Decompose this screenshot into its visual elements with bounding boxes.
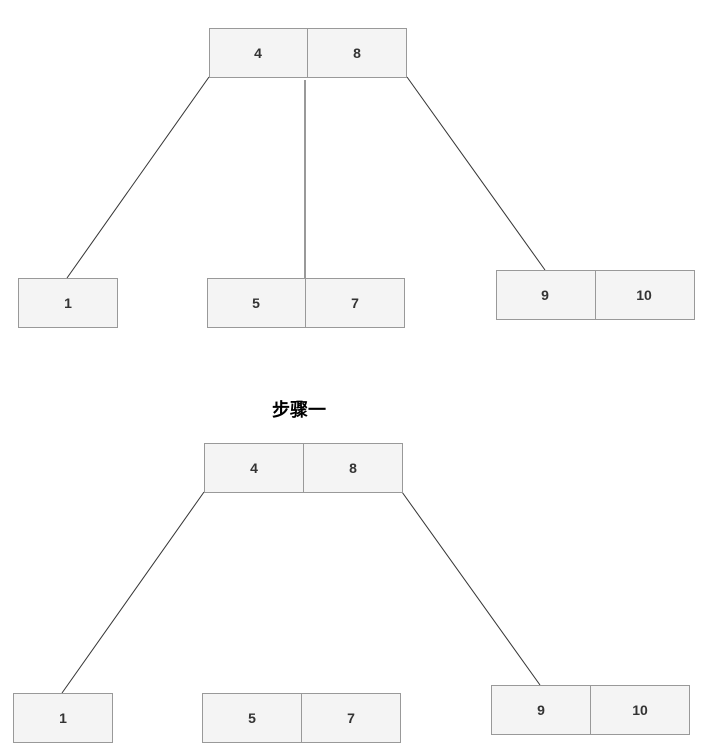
root-node: 4 8 xyxy=(204,443,403,493)
leaf-node-1: 1 xyxy=(13,693,113,743)
edge-root-to-child-3 xyxy=(406,76,546,271)
key-cell xyxy=(301,693,401,743)
key-label: 7 xyxy=(351,295,359,311)
key-label: 8 xyxy=(353,45,361,61)
key-cell xyxy=(595,270,695,320)
key-label: 4 xyxy=(250,460,258,476)
key-label: 1 xyxy=(64,295,72,311)
leaf-node-2: 5 7 xyxy=(202,693,401,743)
key-cell xyxy=(305,278,405,328)
key-cell xyxy=(491,685,591,735)
key-label: 5 xyxy=(248,710,256,726)
key-label: 10 xyxy=(636,287,652,303)
key-label: 7 xyxy=(347,710,355,726)
leaf-node-1: 1 xyxy=(18,278,118,328)
key-cell xyxy=(496,270,596,320)
leaf-node-3: 9 10 xyxy=(496,270,695,320)
step-title: 步骤一 xyxy=(272,399,326,420)
edge-root-to-child-1 xyxy=(61,491,205,694)
tree-before: 4 8 1 5 7 9 10 xyxy=(18,28,695,328)
tree-step-one: 4 8 1 5 7 9 10 xyxy=(13,443,690,743)
key-label: 9 xyxy=(537,702,545,718)
key-label: 4 xyxy=(254,45,262,61)
edge-root-to-child-1 xyxy=(66,76,210,279)
leaf-node-3: 9 10 xyxy=(491,685,690,735)
key-cell xyxy=(13,693,113,743)
root-node: 4 8 xyxy=(209,28,407,78)
key-label: 10 xyxy=(632,702,648,718)
edge-root-to-child-3 xyxy=(401,491,541,686)
key-label: 9 xyxy=(541,287,549,303)
key-cell xyxy=(18,278,118,328)
key-label: 8 xyxy=(349,460,357,476)
key-label: 5 xyxy=(252,295,260,311)
key-cell xyxy=(307,28,407,78)
leaf-node-2: 5 7 xyxy=(207,278,405,328)
key-label: 1 xyxy=(59,710,67,726)
key-cell xyxy=(202,693,302,743)
key-cell xyxy=(303,443,403,493)
key-cell xyxy=(590,685,690,735)
